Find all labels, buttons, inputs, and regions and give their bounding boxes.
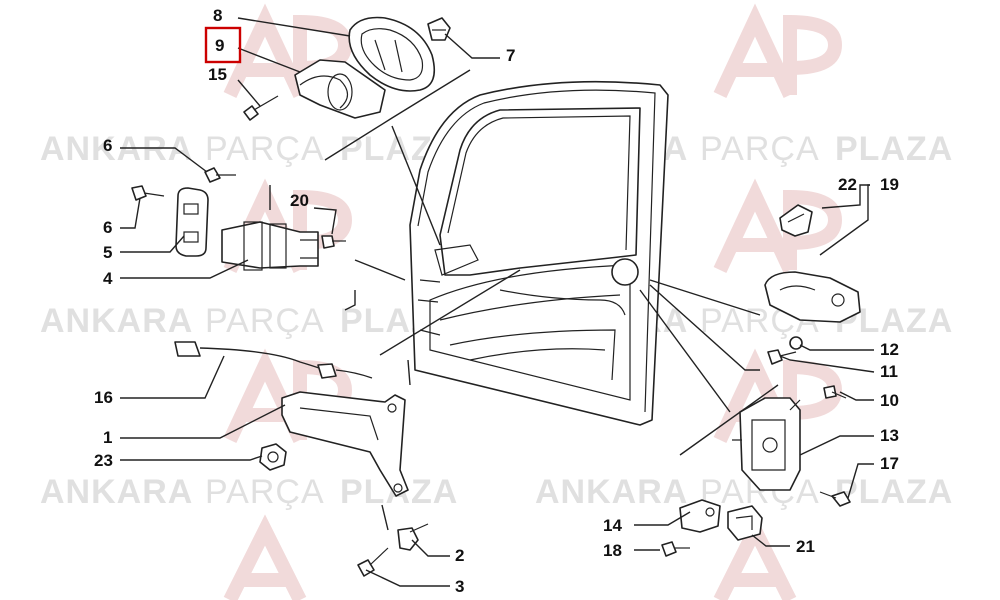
- bolt-20: [321, 235, 346, 249]
- callout-2[interactable]: 2: [455, 546, 464, 565]
- callout-4[interactable]: 4: [103, 269, 113, 288]
- callout-6-top[interactable]: 6: [103, 136, 112, 155]
- watermark-logo-top-right: [713, 3, 843, 98]
- plate-5: [175, 187, 209, 257]
- bolt-6-lower: [131, 185, 165, 201]
- bolt-6-top: [204, 167, 236, 183]
- watermark-text-row-3-left: ANKARA PARÇA PLAZA: [40, 473, 457, 511]
- watermark-logo-bottom-left: [223, 514, 307, 600]
- bracket-1: [281, 391, 409, 497]
- bolt-11: [767, 349, 797, 365]
- cover-22: [779, 204, 813, 237]
- svg-text:PARÇA: PARÇA: [205, 130, 325, 168]
- leader-lines: [120, 17, 875, 587]
- callout-21[interactable]: 21: [796, 537, 815, 556]
- handle-8: [348, 16, 436, 92]
- watermark: ANKARA PARÇA PLAZA ANKARA PARÇA PLAZA AN…: [40, 3, 953, 600]
- callout-13[interactable]: 13: [880, 426, 899, 445]
- clip-2: [397, 523, 429, 551]
- striker-14: [679, 499, 721, 533]
- watermark-logo-bottom-right: [713, 514, 797, 600]
- cable-16: [174, 341, 373, 379]
- callout-11[interactable]: 11: [880, 362, 898, 381]
- screw-17: [819, 491, 851, 507]
- svg-text:PARÇA: PARÇA: [700, 130, 820, 168]
- svg-text:PARÇA: PARÇA: [205, 302, 325, 340]
- callout-17[interactable]: 17: [880, 454, 899, 473]
- screw-10: [823, 385, 847, 399]
- clip-7: [427, 17, 451, 41]
- svg-text:ANKARA: ANKARA: [40, 302, 193, 340]
- svg-text:PLAZA: PLAZA: [835, 130, 953, 168]
- callout-14[interactable]: 14: [603, 516, 622, 535]
- callout-3[interactable]: 3: [455, 577, 464, 596]
- callout-7[interactable]: 7: [506, 46, 515, 65]
- svg-text:PLAZA: PLAZA: [835, 473, 953, 511]
- lock-13: [732, 397, 801, 491]
- callout-19[interactable]: 19: [880, 175, 899, 194]
- svg-text:ANKARA: ANKARA: [40, 473, 193, 511]
- door-panel: [409, 80, 669, 426]
- callout-labels: 8 9 15 7 6 20 6 5 4 16 1 23 2 3 22 19 12…: [94, 6, 899, 596]
- bracket-9: [294, 59, 386, 119]
- callout-6-lower[interactable]: 6: [103, 218, 112, 237]
- svg-text:ANKARA: ANKARA: [40, 130, 193, 168]
- callout-20[interactable]: 20: [290, 191, 309, 210]
- callout-16[interactable]: 16: [94, 388, 113, 407]
- callout-18[interactable]: 18: [603, 541, 622, 560]
- callout-23[interactable]: 23: [94, 451, 113, 470]
- callout-9[interactable]: 9: [215, 36, 224, 55]
- hinge-4: [221, 221, 319, 271]
- screw-3: [357, 547, 389, 577]
- highlight-box-9: [204, 26, 242, 64]
- watermark-text-row-2-left: ANKARA PARÇA PLAZA: [40, 302, 457, 340]
- screw-15: [243, 95, 279, 121]
- watermark-logo-mid-right: [713, 178, 843, 273]
- svg-text:PARÇA: PARÇA: [205, 473, 325, 511]
- actuator-19: [764, 271, 861, 323]
- bolt-18: [661, 541, 690, 557]
- plate-21: [727, 505, 763, 541]
- callout-15[interactable]: 15: [208, 65, 227, 84]
- watermark-text-row-3-right: ANKARA PARÇA PLAZA: [535, 473, 953, 511]
- callout-5[interactable]: 5: [103, 243, 112, 262]
- callout-8[interactable]: 8: [213, 6, 222, 25]
- callout-12[interactable]: 12: [880, 340, 899, 359]
- bolt-12: [789, 336, 803, 350]
- callout-22[interactable]: 22: [838, 175, 857, 194]
- svg-text:ANKARA: ANKARA: [535, 473, 688, 511]
- callout-1[interactable]: 1: [103, 428, 112, 447]
- nut-23: [259, 443, 287, 471]
- callout-10[interactable]: 10: [880, 391, 899, 410]
